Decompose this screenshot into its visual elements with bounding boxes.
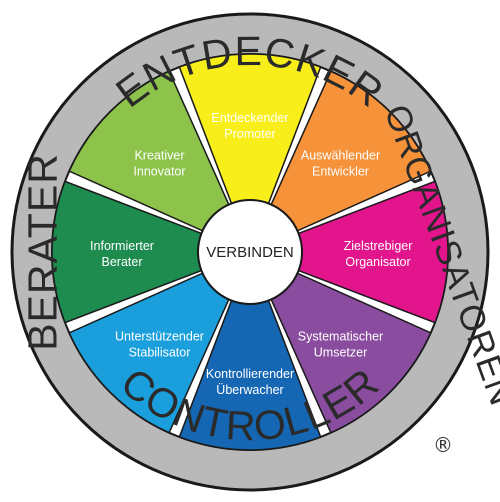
center-circle	[197, 199, 303, 305]
ring-label-left: BERATER	[19, 153, 65, 351]
center-label: VERBINDEN	[206, 244, 294, 261]
registered-mark: ®	[433, 433, 453, 457]
